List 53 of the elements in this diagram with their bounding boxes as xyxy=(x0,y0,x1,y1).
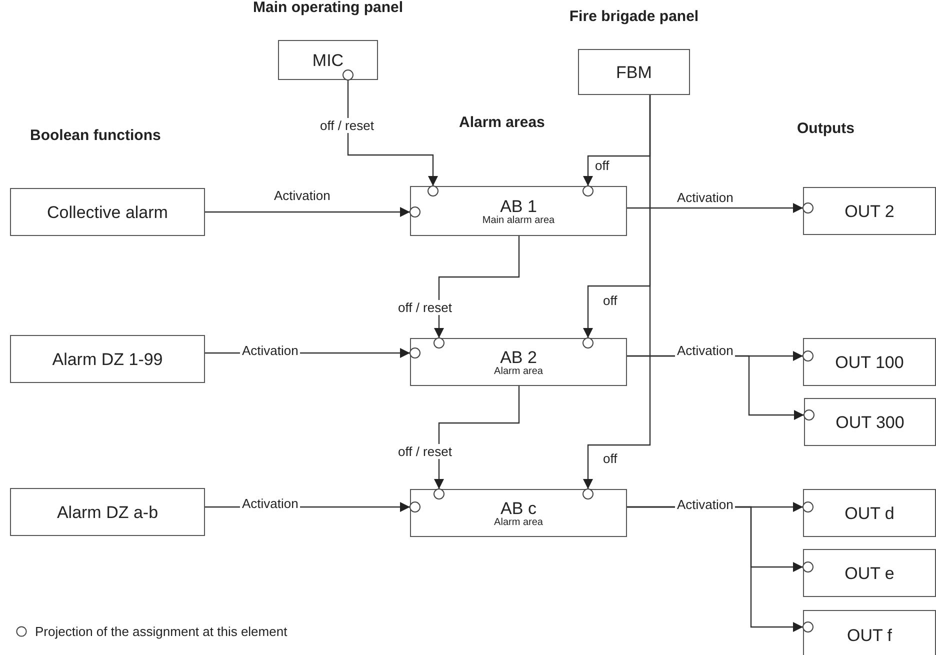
edge-label: Activation xyxy=(240,496,300,511)
box-title: OUT 2 xyxy=(844,202,894,220)
edge-label: off / reset xyxy=(396,444,454,459)
function-box xyxy=(803,489,936,537)
box-title: OUT d xyxy=(844,504,894,522)
box-title: Alarm DZ a-b xyxy=(56,502,158,522)
edge-label: Activation xyxy=(240,343,300,358)
arrow xyxy=(434,386,520,489)
box-title: OUT 300 xyxy=(836,412,904,432)
panel-heading: Main operating panel xyxy=(253,0,403,16)
box-subtitle: Main alarm area xyxy=(482,216,555,226)
box-title: Alarm DZ 1-99 xyxy=(52,350,163,368)
function-box xyxy=(10,335,205,383)
edge-label: Activation xyxy=(272,188,332,203)
arrow xyxy=(347,80,438,186)
function-box xyxy=(10,188,205,236)
edge-label: off / reset xyxy=(318,118,376,133)
edge-label: off / reset xyxy=(396,300,454,315)
box-title: AB 2 xyxy=(500,348,537,366)
box-title: Collective alarm xyxy=(47,202,168,222)
function-box xyxy=(803,338,936,386)
arrow xyxy=(434,236,520,338)
box-title: MIC xyxy=(312,50,344,70)
box-title: AB 1 xyxy=(500,196,537,216)
function-box xyxy=(410,489,627,537)
arrow xyxy=(627,203,803,213)
function-box xyxy=(804,398,936,446)
function-box xyxy=(10,488,205,536)
box-subtitle: Alarm area xyxy=(494,366,543,376)
box-title: OUT 100 xyxy=(835,352,904,372)
function-box xyxy=(410,186,627,236)
edge-label: off xyxy=(601,293,620,308)
box-subtitle: Alarm area xyxy=(494,518,543,528)
function-box xyxy=(803,610,936,655)
edge-label: off xyxy=(601,451,620,466)
arrow xyxy=(205,207,410,217)
edge-label: off xyxy=(593,158,612,173)
edge-label: Activation xyxy=(675,190,736,205)
edge-label: Activation xyxy=(675,343,736,358)
column-heading: Boolean functions xyxy=(30,127,161,144)
panel-heading: Fire brigade panel xyxy=(569,8,699,25)
box-title: OUT f xyxy=(846,626,892,644)
column-heading: Outputs xyxy=(797,120,854,137)
function-box xyxy=(803,187,936,235)
function-box xyxy=(803,549,936,597)
function-box xyxy=(410,338,627,386)
arrow xyxy=(583,95,651,489)
column-heading: Alarm areas xyxy=(459,114,545,131)
edge-label: Activation xyxy=(675,497,736,512)
box-title: OUT e xyxy=(844,564,894,582)
legend-text: Projection of the assignment at this element xyxy=(35,624,288,639)
box-title: AB c xyxy=(500,498,536,518)
box-title: FBM xyxy=(616,62,652,82)
